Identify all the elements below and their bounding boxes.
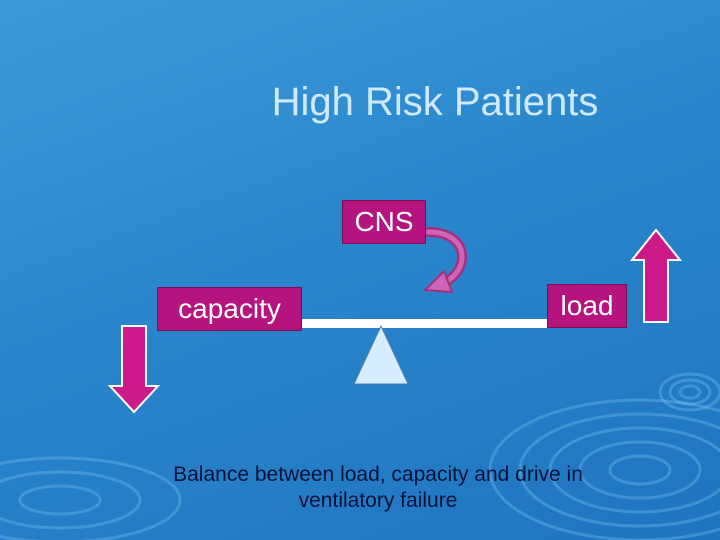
- load-label: load: [547, 284, 627, 328]
- up-arrow-icon: [629, 228, 683, 323]
- capacity-label: capacity: [157, 287, 302, 331]
- curved-arrow-icon: [422, 227, 467, 294]
- fulcrum-triangle-icon: [353, 324, 409, 385]
- cns-label: CNS: [342, 200, 426, 244]
- slide-title: High Risk Patients: [271, 80, 599, 124]
- balance-beam: [298, 319, 548, 328]
- caption-line-2: ventilatory failure: [298, 489, 458, 512]
- slide-caption: Balance between load, capacity and drive…: [118, 462, 638, 514]
- down-arrow-icon: [107, 325, 161, 414]
- caption-line-1: Balance between load, capacity and drive…: [173, 463, 583, 486]
